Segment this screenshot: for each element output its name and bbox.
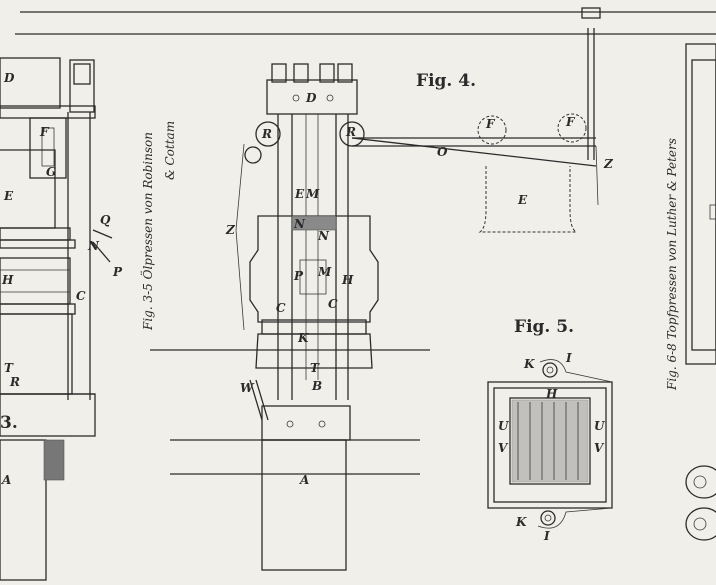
- fig4-label-a: A: [299, 473, 309, 487]
- fig4-label-z-left: Z: [225, 223, 236, 237]
- fig4-label-n-left: N: [293, 217, 306, 231]
- fig5-label-v-left: V: [498, 441, 509, 455]
- fig4-label-k: K: [297, 331, 309, 345]
- fig4-label-r-left: R: [261, 127, 272, 141]
- figure-6-8-drawing: [685, 43, 716, 541]
- fig4-label-p: P: [293, 269, 304, 283]
- figure-4-drawing: [150, 7, 601, 571]
- fig4-label-w: W: [240, 381, 255, 395]
- caption-left-line2: & Cottam: [163, 121, 177, 180]
- fig5-label-k-top: K: [523, 357, 535, 371]
- fig4-title: Fig. 4.: [416, 71, 476, 91]
- fig4-label-c-left: C: [276, 301, 286, 315]
- fig3-label-c: C: [76, 289, 86, 303]
- fig3-label-p: P: [112, 265, 123, 279]
- fig4-label-c-right: C: [328, 297, 338, 311]
- fig3-label-a: A: [1, 473, 11, 487]
- caption-left-line1: Fig. 3-5 Ölpressen von Robinson: [139, 132, 155, 331]
- fig3-label-t: T: [4, 361, 14, 375]
- figure-3-drawing: [0, 57, 113, 581]
- fig5-label-i-bottom: I: [543, 529, 550, 543]
- fig4-label-d: D: [305, 91, 317, 105]
- fig4-label-e-cylinder: E: [517, 193, 528, 207]
- fig3-label-q: Q: [100, 213, 111, 227]
- fig5-label-v-right: V: [594, 441, 605, 455]
- fig5-label-k-bottom: K: [515, 515, 527, 529]
- fig4-label-f-right: F: [565, 115, 576, 129]
- fig4-label-n-right: N: [317, 229, 330, 243]
- fig4-label-m-lower: M: [317, 265, 332, 279]
- fig4-label-h: H: [341, 273, 354, 287]
- fig4-label-e-center: E: [294, 187, 305, 201]
- fig4-label-t: T: [310, 361, 320, 375]
- fig3-label-f: F: [39, 125, 50, 139]
- fig3-title: 3.: [0, 413, 18, 433]
- fig3-label-n: N: [87, 239, 100, 253]
- fig5-label-h: H: [545, 387, 558, 401]
- fig4-label-f-left: F: [485, 117, 496, 131]
- fig4-label-o: O: [437, 145, 448, 159]
- fig4-label-b: B: [311, 379, 322, 393]
- fig3-label-h: H: [1, 273, 14, 287]
- fig3-label-g: G: [46, 165, 56, 179]
- fig5-label-u-left: U: [498, 419, 510, 433]
- fig4-label-z-right: Z: [603, 157, 614, 171]
- fig5-label-i-top: I: [565, 351, 572, 365]
- fig5-label-u-right: U: [594, 419, 606, 433]
- fig5-title: Fig. 5.: [514, 317, 574, 337]
- fig3-label-e: E: [3, 189, 14, 203]
- fig4-label-m-top: M: [305, 187, 320, 201]
- fig4-label-r-right: R: [345, 125, 356, 139]
- caption-right: Fig. 6-8 Topfpressen von Luther & Peters: [665, 138, 679, 391]
- fig3-label-d: D: [3, 71, 15, 85]
- figure-5-drawing: [487, 359, 613, 529]
- fig3-label-r: R: [9, 375, 20, 389]
